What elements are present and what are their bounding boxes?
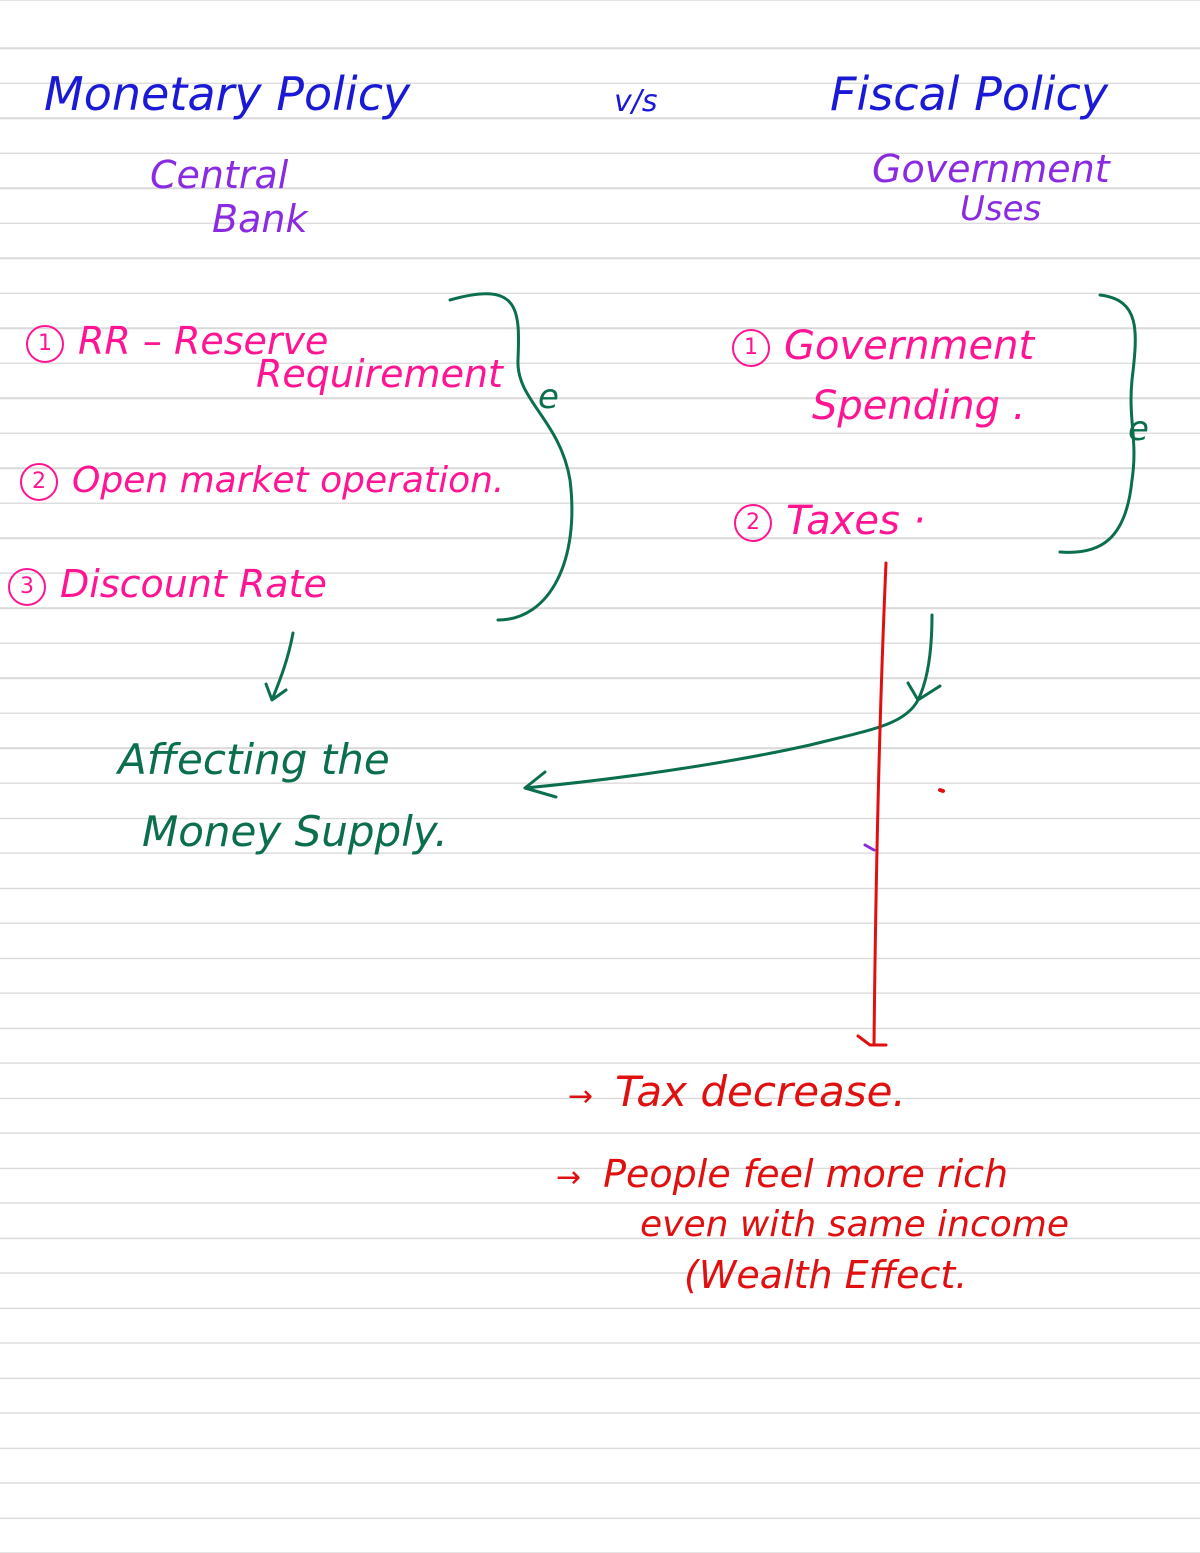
monetary-item-3-text: Discount Rate [60, 562, 327, 606]
monetary-agent-line2: Bank [212, 197, 308, 241]
fiscal-item-1-line2: Spending . [812, 383, 1026, 429]
monetary-item-2: 2 Open market operation. [20, 462, 504, 501]
fiscal-agent-line1: Government [872, 147, 1110, 191]
versus-label: v/s [614, 84, 658, 119]
item-number-badge: 1 [26, 324, 64, 363]
tax-effect-point-1-text: Tax decrease. [615, 1067, 906, 1116]
fiscal-brace-mark: e [1128, 409, 1149, 449]
monetary-policy-title: Monetary Policy [44, 67, 411, 121]
money-supply-line2: Money Supply. [142, 807, 448, 856]
fiscal-brace [1058, 293, 1137, 554]
money-supply-line1: Affecting the [118, 735, 390, 784]
item-number-badge: 2 [734, 504, 772, 542]
monetary-item-1: 1 RR – Reserve [26, 319, 329, 363]
item-number-badge: 1 [732, 329, 770, 367]
tax-effect-point-2: → People feel more rich [556, 1152, 1009, 1196]
taxes-arrow-tick [906, 681, 942, 702]
monetary-item-3: 3 Discount Rate [8, 562, 327, 606]
taxes-to-money-supply-arrow [523, 613, 934, 799]
monetary-down-arrow [264, 631, 295, 702]
tax-effect-point-2-line2: even with same income [640, 1204, 1070, 1245]
arrow-bullet: → [556, 1160, 582, 1195]
monetary-brace [448, 292, 574, 622]
fiscal-policy-title: Fiscal Policy [830, 67, 1109, 121]
tax-effect-point-2-text: People feel more rich [603, 1152, 1009, 1196]
monetary-item-2-text: Open market operation. [72, 460, 505, 501]
fiscal-item-2: 2 Taxes · [734, 500, 925, 542]
tax-effect-point-2-line3: (Wealth Effect. [684, 1253, 968, 1297]
fiscal-agent-line2: Uses [960, 189, 1042, 229]
fiscal-item-1: 1 Government [732, 325, 1034, 367]
fiscal-item-2-text: Taxes · [786, 498, 926, 544]
item-number-badge: 2 [20, 463, 58, 501]
arrow-bullet: → [568, 1079, 594, 1114]
monetary-item-1-line2: Requirement [256, 352, 503, 396]
monetary-item-1-text: RR – Reserve [78, 319, 329, 363]
item-number-badge: 3 [8, 567, 46, 606]
taxes-red-down-arrow [856, 561, 888, 1047]
monetary-agent-line1: Central [150, 153, 289, 197]
stray-tick [863, 843, 876, 852]
stray-dot [938, 788, 945, 793]
tax-effect-point-1: → Tax decrease. [568, 1067, 906, 1116]
monetary-brace-mark: e [538, 377, 559, 417]
fiscal-item-1-text: Government [784, 323, 1035, 369]
